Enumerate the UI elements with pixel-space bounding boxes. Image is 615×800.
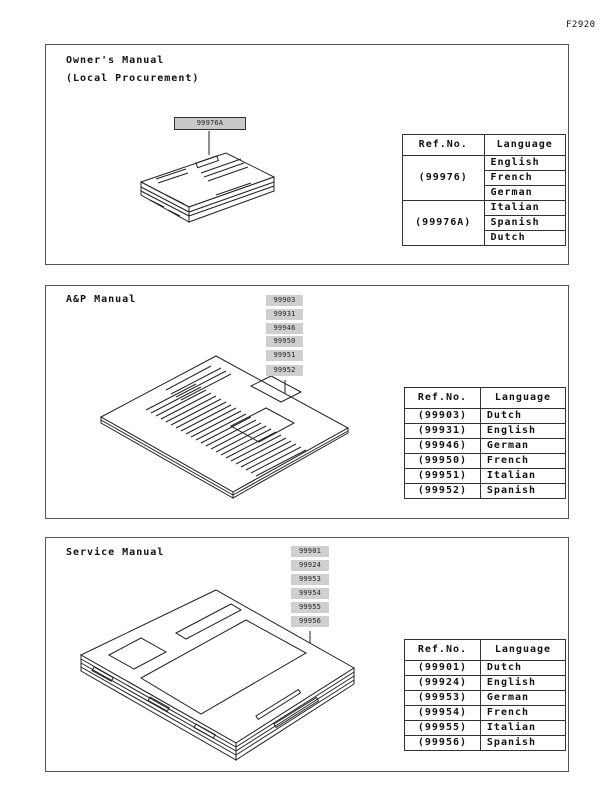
ref-no-cell: (99955)	[404, 720, 481, 736]
owners-manual-subtitle: (Local Procurement)	[66, 73, 200, 84]
language-cell: French	[483, 170, 566, 186]
language-cell: German	[479, 690, 567, 706]
language-cell: Spanish	[483, 215, 566, 231]
ap-part-tag: 99931	[266, 309, 303, 320]
ap-manual-ref-table: Ref.No. Language (99903)Dutch (99931)Eng…	[404, 387, 567, 499]
language-cell: Dutch	[479, 660, 567, 676]
language-cell: Italian	[479, 468, 567, 484]
owners-manual-title: Owner's Manual	[66, 55, 165, 66]
language-cell: French	[479, 453, 567, 469]
figure-code: F2920	[566, 20, 596, 30]
ap-manual-panel: A&P Manual	[45, 285, 569, 519]
service-manual-title: Service Manual	[66, 547, 165, 558]
ref-no-cell: (99931)	[404, 423, 481, 439]
language-cell: Dutch	[483, 230, 566, 246]
language-cell: Spanish	[479, 483, 567, 499]
language-cell: English	[479, 423, 567, 439]
ref-no-cell: (99976A)	[402, 200, 485, 246]
ref-no-cell: (99976)	[402, 155, 485, 201]
ref-no-cell: (99924)	[404, 675, 481, 691]
ref-no-header: Ref.No.	[402, 134, 485, 156]
owners-manual-part-tag: 99976A	[174, 117, 246, 130]
ref-no-cell: (99951)	[404, 468, 481, 484]
language-cell: Italian	[483, 200, 566, 216]
language-cell: German	[483, 185, 566, 201]
ap-part-tag: 99951	[266, 350, 303, 361]
service-manual-ref-table: Ref.No. Language (99901)Dutch (99924)Eng…	[404, 639, 567, 751]
ap-part-tag: 99952	[266, 365, 303, 376]
ref-no-header: Ref.No.	[404, 639, 481, 661]
ref-no-cell: (99946)	[404, 438, 481, 454]
language-cell: English	[479, 675, 567, 691]
service-manual-panel: Service Manual 99901 9992	[45, 537, 569, 772]
ap-part-tag: 99903	[266, 295, 303, 306]
owners-manual-drawing	[139, 131, 276, 223]
service-part-tag: 99901	[291, 546, 329, 557]
language-header: Language	[479, 639, 567, 661]
ref-no-cell: (99956)	[404, 735, 481, 751]
language-cell: Italian	[479, 720, 567, 736]
service-part-tag: 99955	[291, 602, 329, 613]
language-cell: English	[483, 155, 566, 171]
language-header: Language	[479, 387, 567, 409]
service-part-tag: 99956	[291, 616, 329, 627]
language-cell: Spanish	[479, 735, 567, 751]
ap-manual-title: A&P Manual	[66, 294, 137, 305]
ref-no-cell: (99953)	[404, 690, 481, 706]
language-cell: French	[479, 705, 567, 721]
ref-no-cell: (99901)	[404, 660, 481, 676]
owners-manual-ref-table: Ref.No. Language (99976) English French …	[402, 134, 566, 246]
service-part-tag: 99954	[291, 588, 329, 599]
ref-no-cell: (99952)	[404, 483, 481, 499]
language-header: Language	[483, 134, 566, 156]
ref-no-cell: (99903)	[404, 408, 481, 424]
service-manual-drawing	[79, 589, 355, 761]
ap-part-tag: 99946	[266, 323, 303, 334]
ref-no-cell: (99950)	[404, 453, 481, 469]
ref-no-cell: (99954)	[404, 705, 481, 721]
ap-manual-drawing	[99, 355, 350, 499]
language-cell: Dutch	[479, 408, 567, 424]
service-part-tag: 99953	[291, 574, 329, 585]
ref-no-header: Ref.No.	[404, 387, 481, 409]
service-part-tag: 99924	[291, 560, 329, 571]
owners-manual-panel: Owner's Manual (Local Procurement)	[45, 44, 569, 265]
ap-part-tag: 99950	[266, 336, 303, 347]
language-cell: German	[479, 438, 567, 454]
